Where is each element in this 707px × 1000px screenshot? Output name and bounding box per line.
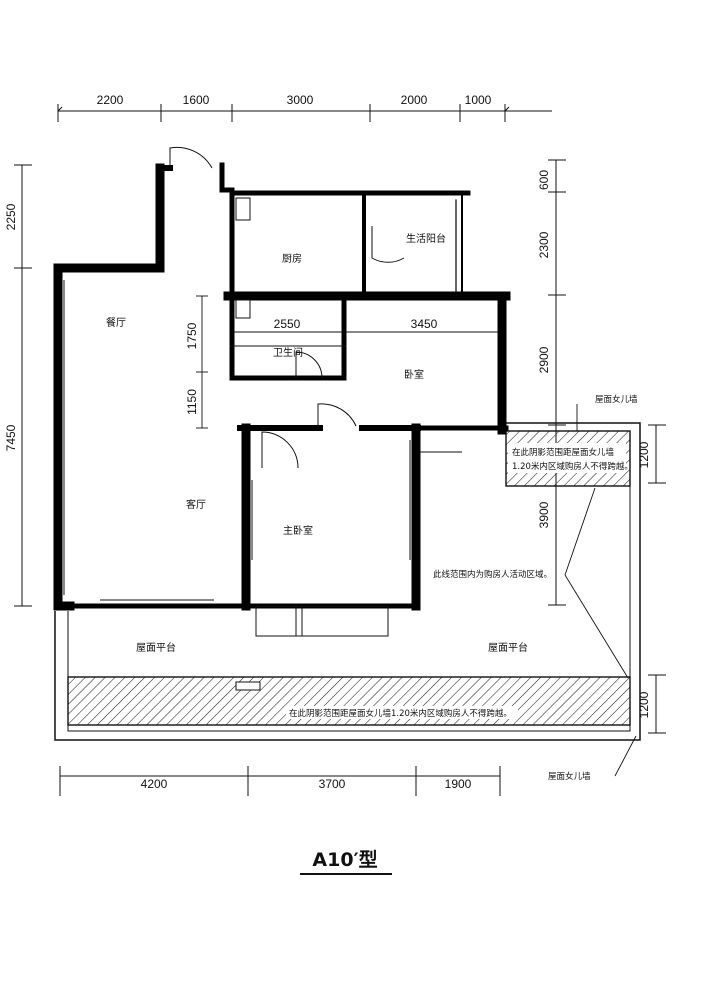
dim-inner-2550: 2550	[274, 317, 301, 331]
room-label-utility-balcony: 生活阳台	[406, 232, 446, 245]
room-label-roof-terrace-right: 屋面平台	[488, 641, 528, 654]
note-parapet-bottom: 屋面女儿墙	[548, 771, 591, 782]
dim-bottom-3700: 3700	[319, 777, 346, 791]
bottom-note-backdrop	[286, 706, 518, 719]
parapet-outline	[54, 422, 641, 741]
dim-bottom-1900: 1900	[445, 777, 472, 791]
dim-right-2900: 2900	[537, 346, 551, 373]
left-dimension-chain	[14, 164, 32, 607]
dim-top-2200: 2200	[97, 93, 124, 107]
parapet-inner-outline	[67, 431, 631, 732]
dim-top-2000: 2000	[401, 93, 428, 107]
note-activity-area: 此线范围内为购房人活动区域。	[433, 569, 552, 580]
room-label-bathroom: 卫生间	[273, 346, 303, 359]
dim-top-1000: 1000	[465, 93, 492, 107]
top-dimension-chain	[57, 104, 552, 122]
right-note-backdrop	[508, 443, 626, 473]
door-bedroom	[317, 403, 357, 428]
terrace-notch	[235, 681, 261, 691]
room-label-bedroom: 卧室	[404, 368, 424, 381]
doors	[169, 146, 405, 469]
dim-right-3900: 3900	[537, 501, 551, 528]
parapet-leader-bottom	[614, 735, 637, 777]
stove-fixture	[235, 197, 251, 221]
walls	[53, 162, 511, 611]
dim-right-1200-top: 1200	[637, 441, 651, 468]
roof-terrace	[54, 404, 641, 777]
right-dimension-chain	[548, 159, 666, 734]
activity-boundary-line-2	[564, 574, 629, 679]
dim-inner-3450: 3450	[411, 317, 438, 331]
wall-kitchen-west	[219, 162, 235, 299]
note-hatch-bottom: 在此阴影范围距屋面女儿墙1.20米内区域购房人不得跨越。	[289, 708, 512, 719]
dim-inner-1750: 1750	[185, 322, 199, 349]
room-label-living: 客厅	[186, 498, 206, 511]
note-hatch-right-line2: 1.20米内区域购房人不得跨越。	[512, 461, 633, 472]
dim-right-2300: 2300	[537, 231, 551, 258]
note-parapet-top: 屋面女儿墙	[595, 394, 638, 405]
dim-right-1200-bottom: 1200	[637, 691, 651, 718]
room-label-kitchen: 厨房	[282, 252, 302, 265]
dim-top-1600: 1600	[183, 93, 210, 107]
fixtures	[63, 197, 462, 637]
door-entry	[169, 146, 213, 169]
dim-top-3000: 3000	[287, 93, 314, 107]
room-label-dining: 餐厅	[106, 316, 126, 329]
dim-left-7450: 7450	[4, 424, 18, 451]
door-master	[261, 431, 299, 469]
wall-west	[53, 163, 165, 611]
dim-inner-1150: 1150	[185, 389, 199, 415]
activity-boundary-line	[564, 487, 596, 576]
room-label-master-bedroom: 主卧室	[283, 524, 313, 537]
dim-right-600: 600	[537, 170, 551, 190]
inner-dimension-lines	[196, 295, 503, 429]
note-hatch-right-line1: 在此阴影范围距屋面女儿墙	[512, 447, 615, 458]
dim-bottom-4200: 4200	[141, 777, 168, 791]
plan-title: A10′型	[312, 848, 377, 871]
room-label-roof-terrace-left: 屋面平台	[136, 641, 176, 654]
bath-fixture	[235, 299, 251, 319]
dim-left-2250: 2250	[4, 203, 18, 230]
door-bath	[295, 351, 323, 379]
door-balcony	[371, 226, 405, 263]
bottom-dimension-chain	[59, 766, 501, 796]
bay-window-master	[255, 605, 389, 637]
